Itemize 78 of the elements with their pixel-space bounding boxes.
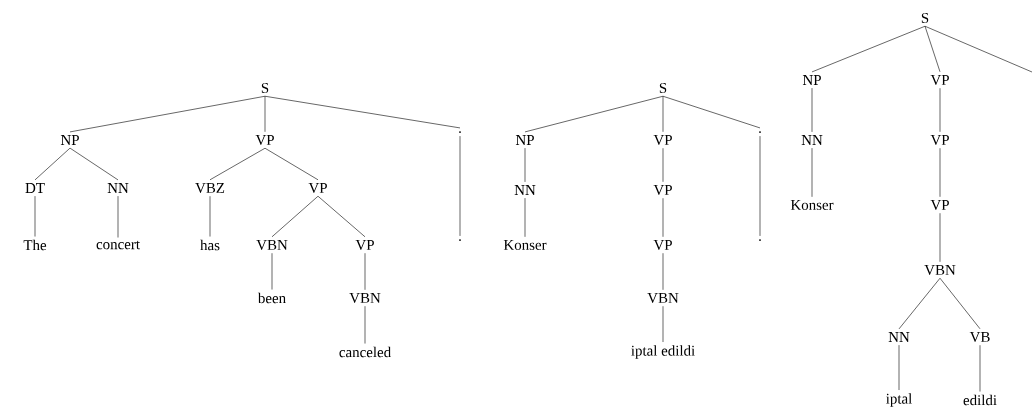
tree-branch (979, 344, 981, 392)
tree-branch (34, 195, 36, 237)
tree-branch (662, 95, 761, 129)
tree-label: DT (25, 183, 45, 193)
tree-label: VBN (349, 293, 381, 303)
tree-branch (264, 95, 461, 129)
tree-label: NN (514, 185, 536, 195)
tree-branch (662, 147, 664, 183)
tree-branch (271, 195, 319, 238)
tree-label: S (921, 13, 929, 23)
tree-branch (264, 95, 266, 133)
tree-branch (117, 195, 119, 238)
tree-label: VP (653, 240, 672, 250)
tree-label: concert (96, 240, 140, 250)
tree-branch (69, 95, 266, 133)
tree-branch (317, 195, 366, 238)
tree-label: has (200, 239, 220, 251)
tree-label: edildi (963, 394, 997, 406)
tree-branch (924, 25, 1032, 73)
tree-label: NN (888, 332, 910, 342)
tree-label: VP (355, 240, 374, 250)
tree-label: . (759, 131, 761, 133)
tree-branch (759, 135, 761, 237)
tree-label: S (659, 83, 667, 93)
tree-branch (939, 212, 941, 263)
tree-label: Konser (790, 200, 834, 210)
tree-label: . (459, 239, 461, 241)
tree-label: S (261, 83, 269, 93)
tree-branch (209, 147, 266, 181)
tree-branch (898, 344, 900, 391)
tree-label: NP (802, 75, 821, 85)
tree-branch (811, 87, 813, 133)
tree-label: . (459, 131, 461, 133)
tree-label: been (257, 292, 286, 304)
tree-branch (939, 87, 941, 133)
tree-branch (364, 305, 366, 344)
tree-label: NN (801, 135, 823, 145)
tree-label: The (23, 239, 47, 251)
tree-branch (662, 305, 664, 343)
tree-branch (662, 95, 664, 133)
tree-branch (811, 147, 813, 198)
tree-branch (662, 252, 664, 291)
tree-label: VP (930, 75, 949, 85)
tree-branch (364, 252, 366, 291)
tree-label: NN (107, 183, 129, 193)
tree-branch (939, 277, 981, 330)
tree-branch (34, 147, 71, 181)
tree-branch (69, 147, 119, 181)
tree-branch (459, 135, 461, 237)
tree-branch (524, 147, 526, 183)
tree-label: VP (653, 135, 672, 145)
tree-label: VBN (256, 240, 288, 250)
tree-branch (939, 147, 941, 198)
tree-branch (524, 197, 526, 238)
tree-label: iptal edildi (631, 345, 695, 359)
tree-branch (811, 25, 926, 73)
tree-branch (209, 195, 211, 237)
tree-label: iptal (886, 393, 912, 407)
tree-branch (271, 252, 273, 290)
tree-branch (524, 95, 664, 133)
tree-label: NP (515, 135, 534, 145)
tree-label: VP (255, 135, 274, 145)
tree-branch (264, 147, 319, 181)
tree-label: VP (308, 183, 327, 193)
tree-branch (924, 25, 941, 73)
tree-label: VBN (647, 293, 679, 303)
tree-branch (898, 277, 941, 330)
tree-label: VBN (924, 265, 956, 275)
tree-label: VP (930, 135, 949, 145)
tree-branch (662, 197, 664, 238)
tree-label: VB (969, 332, 990, 342)
tree-label: . (759, 239, 761, 241)
tree-label: Konser (503, 240, 547, 250)
tree-label: canceled (339, 346, 391, 358)
tree-label: NP (60, 135, 79, 145)
tree-label: VBZ (195, 183, 225, 193)
tree-label: VP (653, 185, 672, 195)
tree-label: VP (930, 200, 949, 210)
